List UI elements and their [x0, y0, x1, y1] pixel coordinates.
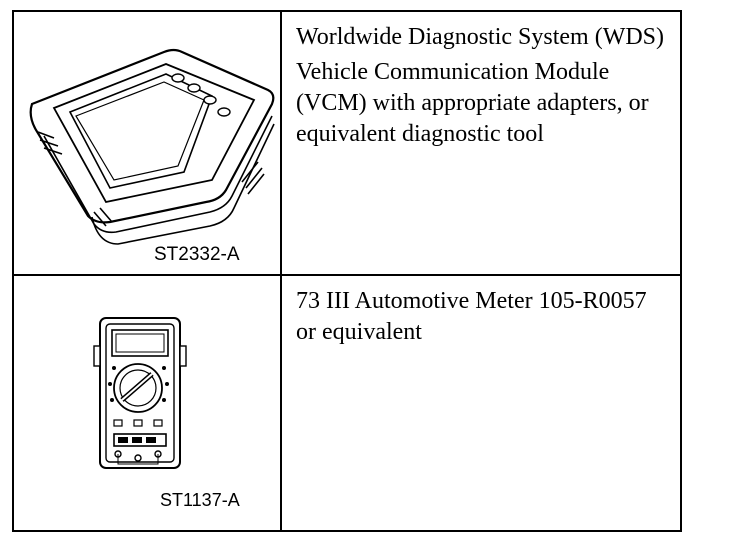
tool-description: Vehicle Communication Module (VCM) with … — [296, 59, 649, 147]
multimeter-icon — [93, 317, 187, 469]
tool-description: Worldwide Diagnostic System (WDS) — [296, 24, 665, 50]
diagnostic-tablet-icon — [29, 48, 275, 245]
tool-image-cell: ST1137-A — [14, 276, 282, 532]
tool-description-cell: Worldwide Diagnostic System (WDS) Vehicl… — [282, 12, 680, 274]
image-label: ST2332-A — [154, 244, 240, 265]
tool-image-cell: ST2332-A — [14, 12, 282, 274]
image-label: ST1137-A — [160, 490, 240, 510]
tool-table: ST2332-A Worldwide Diagnostic System (WD… — [12, 10, 682, 532]
tool-description-cell: 73 III Automotive Meter 105-R0057 or equ… — [282, 276, 680, 532]
table-row: ST1137-A 73 III Automotive Meter 105-R00… — [14, 276, 680, 532]
table-row: ST2332-A Worldwide Diagnostic System (WD… — [14, 12, 680, 276]
tool-description: 73 III Automotive Meter 105-R0057 or equ… — [296, 288, 647, 345]
